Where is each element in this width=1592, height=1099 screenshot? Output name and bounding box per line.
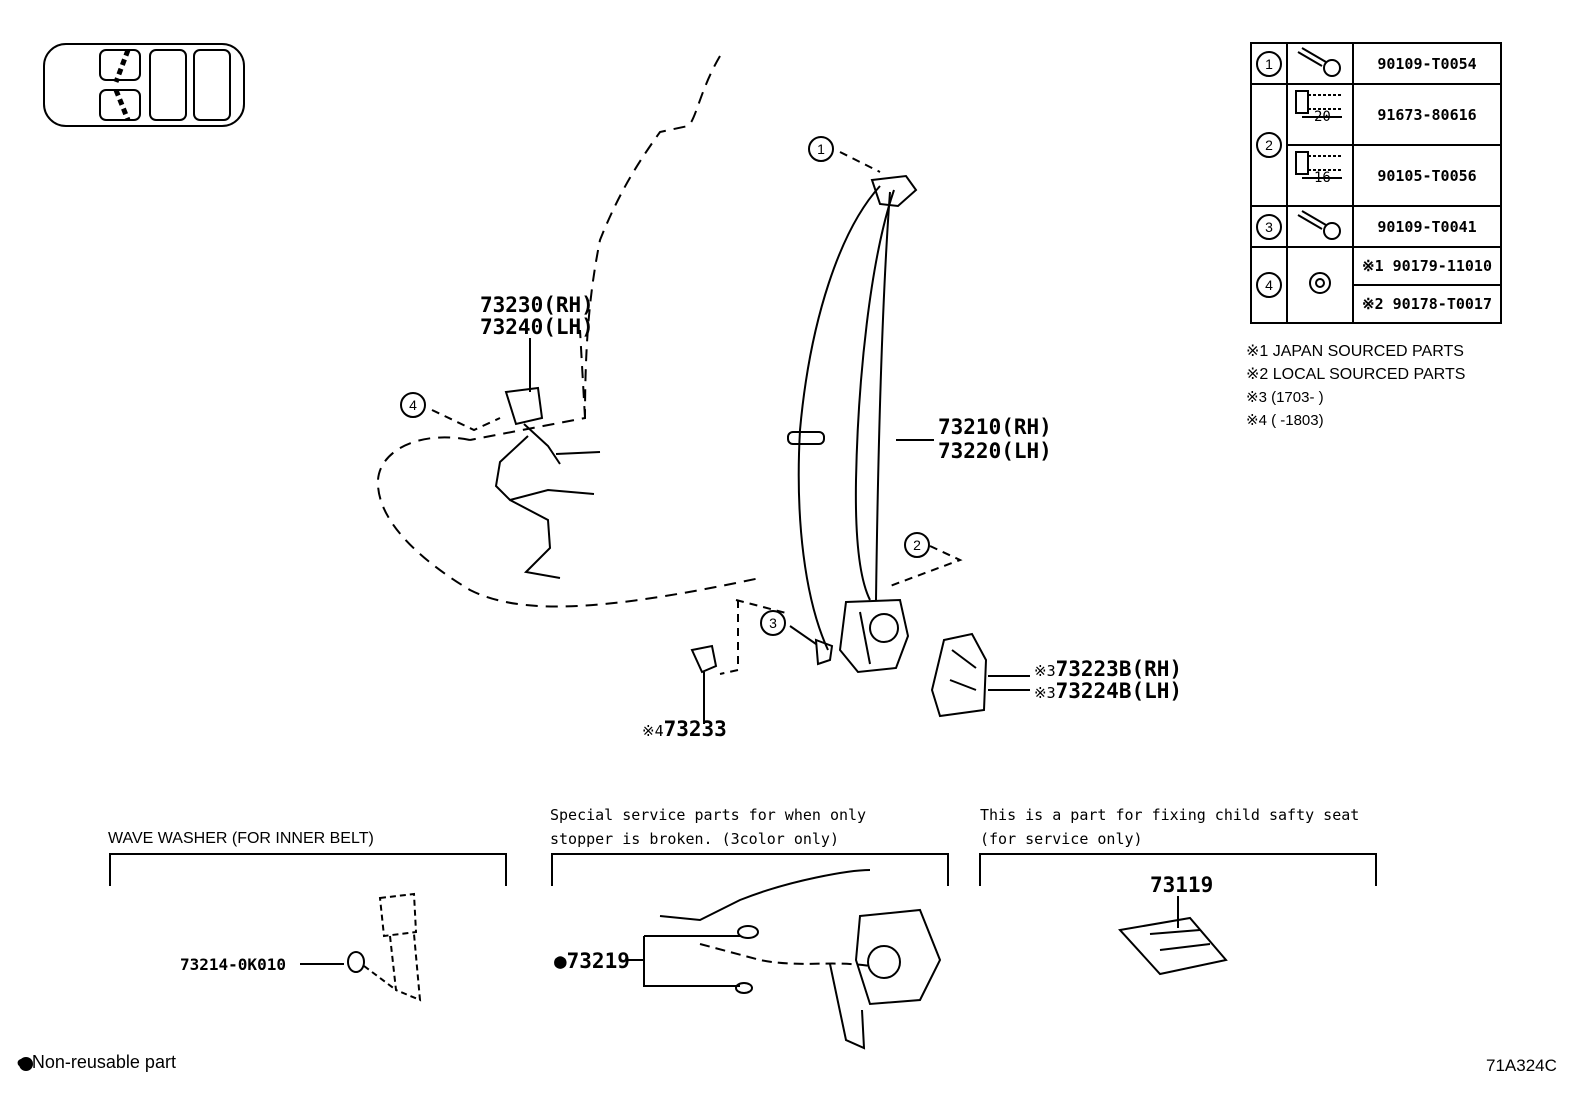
- non-reusable-legend: ● Non-reusable part: [16, 1052, 176, 1072]
- label-wave-washer: 73214-0K010: [180, 955, 286, 974]
- part-number: ※1 90179-11010: [1352, 246, 1502, 286]
- stopper-sketch: [628, 869, 942, 1050]
- callout-4: 4: [400, 392, 426, 418]
- bolt-icon: [1286, 42, 1354, 85]
- part-number: 90105-T0056: [1352, 144, 1502, 207]
- part-number: 90109-T0054: [1352, 42, 1502, 85]
- section-special-title-2: stopper is broken. (3color only): [550, 830, 839, 848]
- notes: ※1 JAPAN SOURCED PARTS ※2 LOCAL SOURCED …: [1246, 340, 1465, 432]
- note-4: ※4 ( -1803): [1246, 412, 1324, 429]
- callout-3: 3: [760, 610, 786, 636]
- diagram-code: 71A324C: [1486, 1056, 1557, 1075]
- callout-2: 2: [904, 532, 930, 558]
- label-buckle-lh: 73240(LH): [480, 315, 594, 339]
- label-child-seat-part: 73119: [1150, 873, 1214, 897]
- fastener-parts-table: 1 90109-T0054 2 20 91673-80616 16 90105-…: [1250, 42, 1502, 324]
- child-seat-part-sketch: [1118, 896, 1228, 976]
- retractor: [838, 598, 910, 674]
- seatbelt-webbing: [787, 174, 918, 666]
- label-buckle-rh: 73230(RH): [480, 293, 594, 317]
- label-clip: ※473233: [642, 717, 727, 741]
- section-child-title-2: (for service only): [980, 830, 1143, 848]
- label-cover-lh: ※373224B(LH): [1034, 679, 1183, 703]
- label-cover-rh: ※373223B(RH): [1034, 657, 1183, 681]
- buckle-assembly: [494, 386, 601, 579]
- part-number: ※2 90178-T0017: [1352, 284, 1502, 324]
- label-belt-rh: 73210(RH): [938, 415, 1052, 439]
- label-belt-lh: 73220(LH): [938, 439, 1052, 463]
- section-child-title-1: This is a part for fixing child safty se…: [980, 806, 1360, 824]
- nut-icon: [1286, 246, 1354, 324]
- flange-bolt-icon: 20: [1286, 83, 1354, 146]
- note-1: ※1 JAPAN SOURCED PARTS: [1246, 343, 1464, 360]
- flange-bolt-icon: 16: [1286, 144, 1354, 207]
- retractor-cover: [930, 632, 988, 718]
- vehicle-locator-icon: [43, 43, 245, 127]
- note-3: ※3 (1703- ): [1246, 389, 1324, 406]
- callout-1: 1: [808, 136, 834, 162]
- section-wave-title: WAVE WASHER (FOR INNER BELT): [108, 830, 374, 847]
- part-number: 91673-80616: [1352, 83, 1502, 146]
- label-stopper: ●73219: [554, 949, 630, 973]
- note-2: ※2 LOCAL SOURCED PARTS: [1246, 366, 1466, 383]
- seat-outline: [376, 55, 761, 608]
- part-number: 90109-T0041: [1352, 205, 1502, 248]
- bolt-icon: [1286, 205, 1354, 248]
- section-special-title-1: Special service parts for when only: [550, 806, 867, 824]
- wave-washer-sketch: [300, 892, 422, 1002]
